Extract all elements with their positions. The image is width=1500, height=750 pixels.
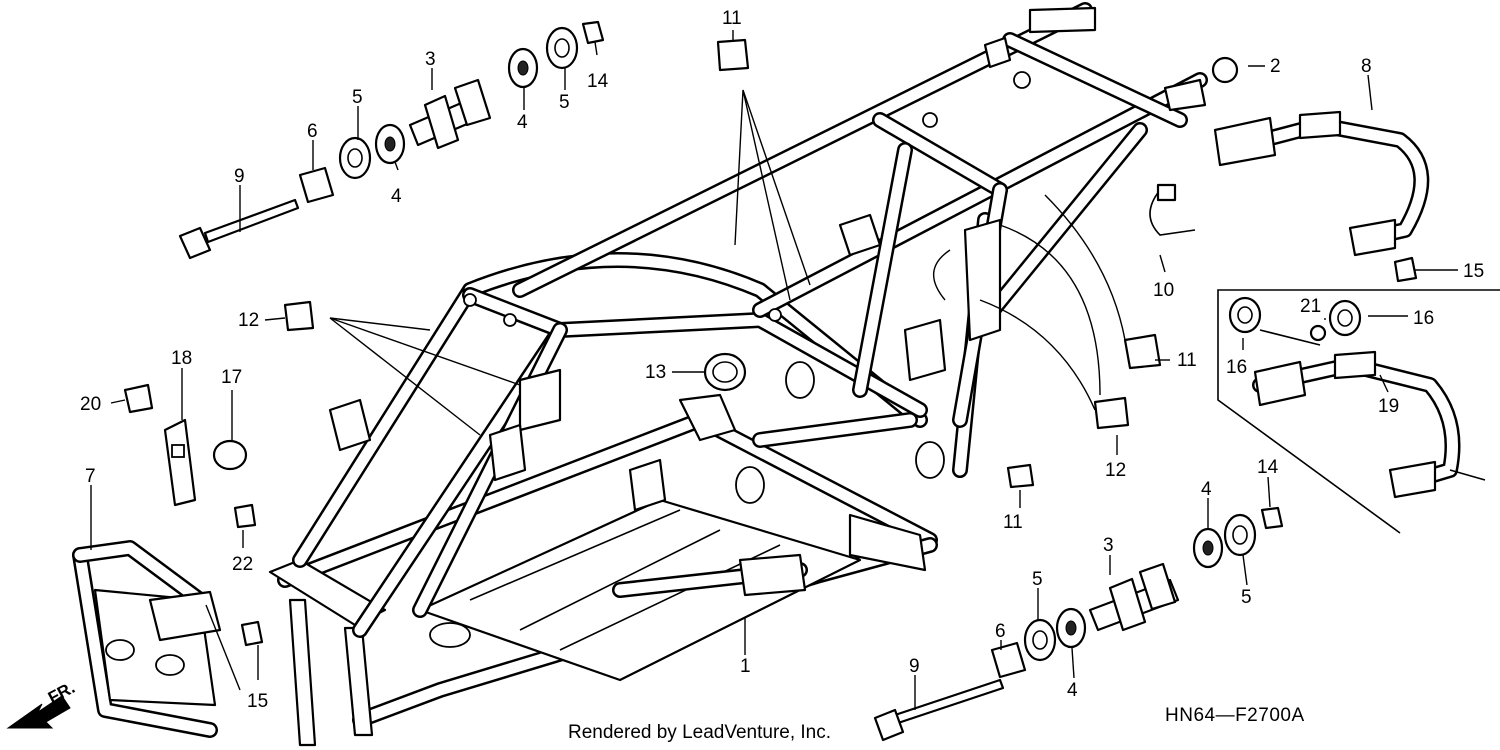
upper-left-pivot-assembly [178,20,605,260]
callout-11: 11 [1003,512,1023,533]
callout-4: 4 [1201,479,1212,500]
callout-4: 4 [391,186,402,207]
callout-1: 1 [740,656,751,677]
callout-3: 3 [425,49,436,70]
callout-17: 17 [221,367,242,388]
callout-11: 11 [722,8,742,29]
callout-8: 8 [1361,56,1372,77]
callout-2: 2 [1270,56,1281,77]
callout-22: 22 [232,554,253,575]
callout-3: 3 [1103,535,1114,556]
front-direction-indicator: FR. [6,678,78,729]
callout-5: 5 [559,92,570,113]
callout-21: 21 [1300,296,1321,317]
callout-4: 4 [517,112,528,133]
callout-9: 9 [234,166,245,187]
callout-20: 20 [80,394,101,415]
callout-6: 6 [995,621,1006,642]
callout-13: 13 [645,362,666,383]
callout-18: 18 [171,348,192,369]
left-bracket-parts [72,383,264,738]
right-handle-parts [283,38,1430,489]
callout-16: 16 [1413,308,1434,329]
lower-right-pivot-assembly [873,506,1284,742]
callout-5: 5 [352,87,363,108]
front-label: FR. [45,678,78,708]
callout-15: 15 [247,691,268,712]
callout-12: 12 [1105,460,1126,481]
diagram-code: HN64—F2700A [1165,705,1305,726]
callout-19: 19 [1378,396,1399,417]
callout-7: 7 [85,466,96,487]
callout-4: 4 [1067,680,1078,701]
front-arrow-icon [6,695,71,729]
callout-14: 14 [1257,457,1279,478]
callout-14: 14 [587,71,609,92]
leader-lines [90,30,1458,710]
callout-12: 12 [238,310,259,331]
callout-10: 10 [1153,280,1174,301]
callout-labels: 1 2 3 3 4 4 4 4 5 5 5 5 6 6 7 8 9 9 10 1… [80,8,1484,712]
callout-5: 5 [1032,569,1043,590]
callout-11: 11 [1177,350,1197,371]
callout-15: 15 [1463,261,1484,282]
callout-5: 5 [1241,587,1252,608]
callout-16: 16 [1226,357,1247,378]
main-frame-body [268,2,1208,747]
callout-9: 9 [909,656,920,677]
callout-6: 6 [307,121,318,142]
optional-grab-bar-inset [1217,289,1500,534]
render-credit: Rendered by LeadVenture, Inc. [568,722,831,743]
